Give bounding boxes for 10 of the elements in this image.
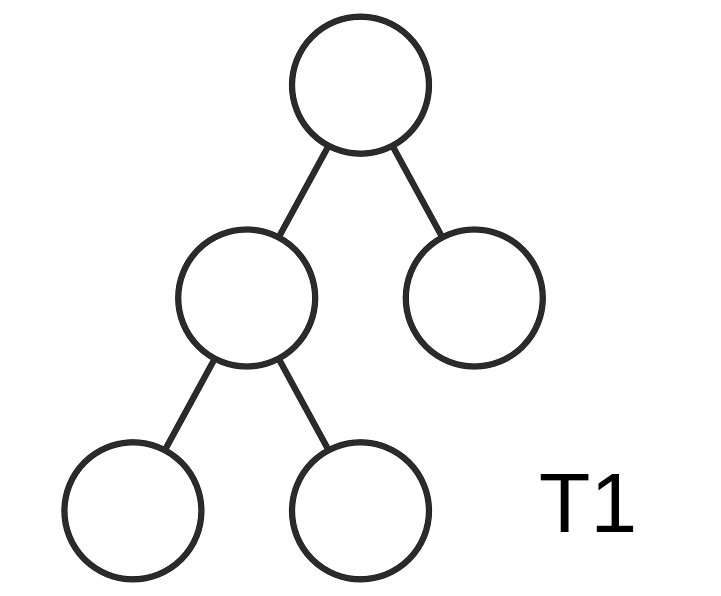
node-circle xyxy=(288,14,432,157)
label: T1 xyxy=(538,456,638,550)
connector xyxy=(390,144,445,238)
node-circle xyxy=(402,226,546,370)
node-circle xyxy=(61,439,205,582)
connector xyxy=(162,357,218,452)
connector xyxy=(276,144,332,238)
node-circle xyxy=(175,226,318,370)
connector xyxy=(276,357,332,452)
node-circle xyxy=(288,439,432,582)
